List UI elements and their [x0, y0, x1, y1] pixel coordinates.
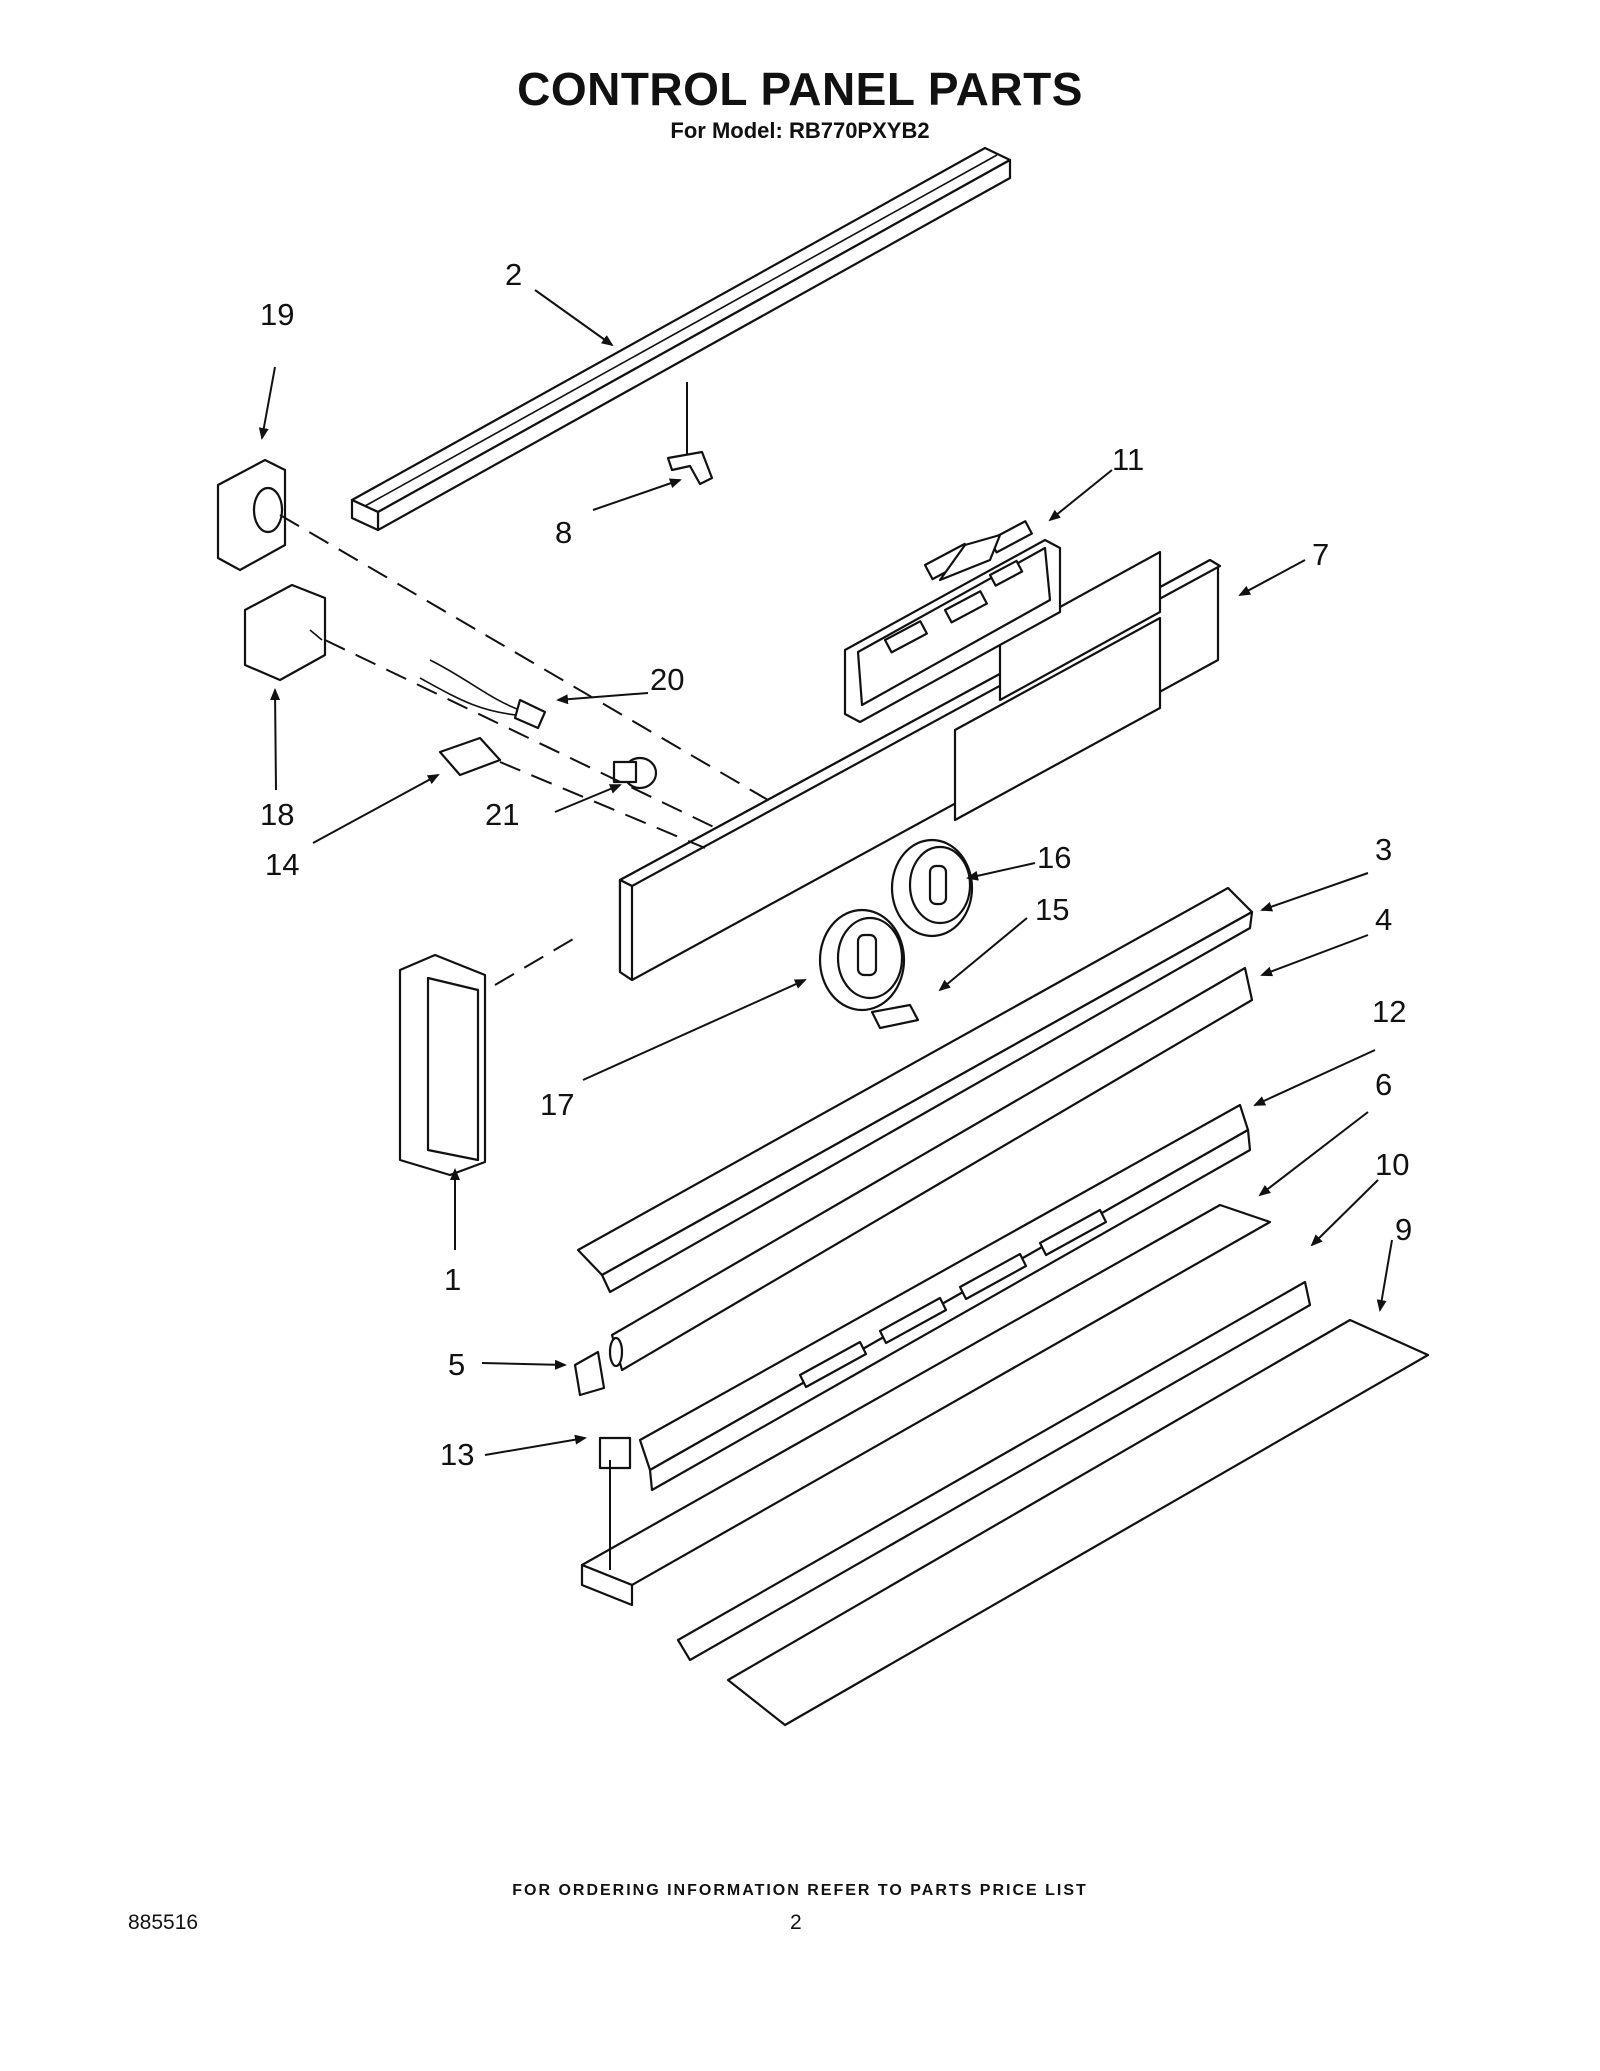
- callout-9: 9: [1395, 1212, 1412, 1247]
- part-9-base: [726, 1318, 1430, 1727]
- page-title: CONTROL PANEL PARTS: [517, 63, 1083, 115]
- callout-5: 5: [448, 1347, 465, 1382]
- callout-11: 11: [1112, 442, 1144, 477]
- part-3-trim: [576, 886, 1254, 1294]
- callout-21: 21: [485, 797, 519, 832]
- callout-10: 10: [1375, 1147, 1409, 1182]
- part-1-end-cap: [398, 953, 487, 1177]
- part-11-electronic-control: [843, 520, 1062, 724]
- part-12-vent-strip: [638, 1103, 1252, 1492]
- part-20-wire-harness: [419, 659, 547, 730]
- part-2-top-trim: [350, 146, 1012, 532]
- callout-8: 8: [555, 515, 572, 550]
- part-14-rocker: [438, 736, 502, 777]
- callout-14: 14: [265, 847, 299, 882]
- assembly-lines: [279, 514, 769, 986]
- page-number: 2: [790, 1911, 802, 1934]
- callout-13: 13: [440, 1437, 474, 1472]
- callout-12: 12: [1372, 994, 1406, 1029]
- part-21-lamp: [612, 756, 658, 790]
- callout-4: 4: [1375, 902, 1392, 937]
- part-10-support: [676, 1280, 1312, 1662]
- callout-leaders: [258, 289, 1393, 1456]
- part-5-end-cap: [573, 1350, 606, 1397]
- part-6-bracket: [580, 1203, 1272, 1607]
- callout-2: 2: [505, 257, 522, 292]
- part-4-trim: [608, 966, 1254, 1372]
- callout-16: 16: [1037, 840, 1071, 875]
- callout-18: 18: [260, 797, 294, 832]
- part-8-clip: [666, 382, 714, 486]
- model-subtitle: For Model: RB770PXYB2: [670, 118, 930, 143]
- callout-20: 20: [650, 662, 684, 697]
- callout-6: 6: [1375, 1067, 1392, 1102]
- part-19-switch: [216, 458, 287, 572]
- part-13-bracket: [598, 1436, 632, 1570]
- part-18-switch: [243, 583, 327, 682]
- callout-3: 3: [1375, 832, 1392, 867]
- callout-7: 7: [1312, 537, 1329, 572]
- callout-15: 15: [1035, 892, 1069, 927]
- callout-19: 19: [260, 297, 294, 332]
- ordering-note: FOR ORDERING INFORMATION REFER TO PARTS …: [512, 1882, 1088, 1899]
- callout-1: 1: [444, 1262, 461, 1297]
- part-17-knob: [818, 908, 906, 1012]
- callout-17: 17: [540, 1087, 574, 1122]
- part-16-knob: [890, 838, 974, 938]
- document-number: 885516: [128, 1911, 199, 1934]
- part-15-label: [870, 1003, 920, 1030]
- part-7-control-panel: [618, 550, 1222, 982]
